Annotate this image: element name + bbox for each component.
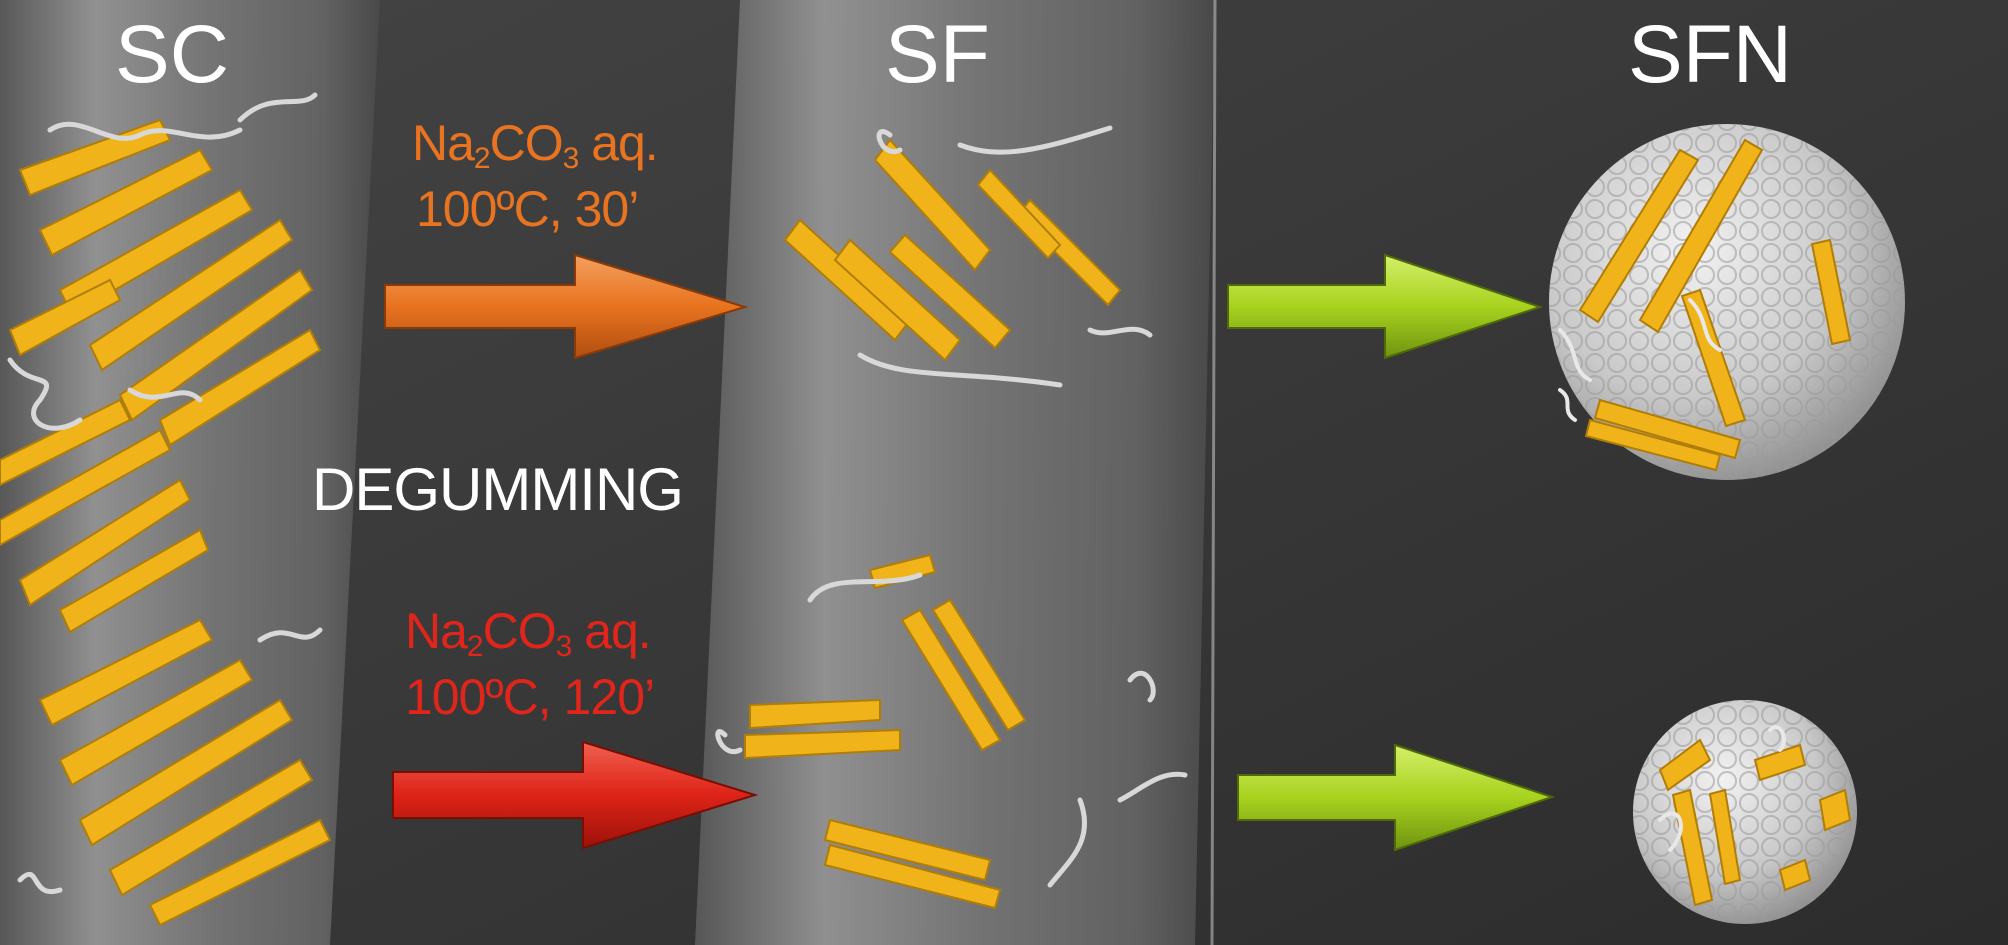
column-title-sf: SF bbox=[885, 14, 990, 96]
condition-short: Na2CO3 aq. 100ºC, 30’ bbox=[412, 112, 658, 240]
column-title-sc: SC bbox=[115, 14, 229, 96]
column-title-sfn: SFN bbox=[1628, 14, 1792, 96]
condition-long: Na2CO3 aq. 100ºC, 120’ bbox=[405, 600, 654, 728]
condition-long-temp-time: 100ºC, 120’ bbox=[405, 666, 654, 729]
process-label: DEGUMMING bbox=[312, 460, 683, 520]
condition-long-reagent: Na2CO3 aq. bbox=[405, 600, 654, 666]
silk-fibroin-fiber bbox=[695, 0, 1215, 945]
sfn-nanoparticle-large bbox=[1549, 124, 1905, 480]
sfn-nanoparticle-small bbox=[1633, 700, 1857, 924]
condition-short-temp-time: 100ºC, 30’ bbox=[416, 178, 658, 241]
condition-short-reagent: Na2CO3 aq. bbox=[412, 112, 658, 178]
